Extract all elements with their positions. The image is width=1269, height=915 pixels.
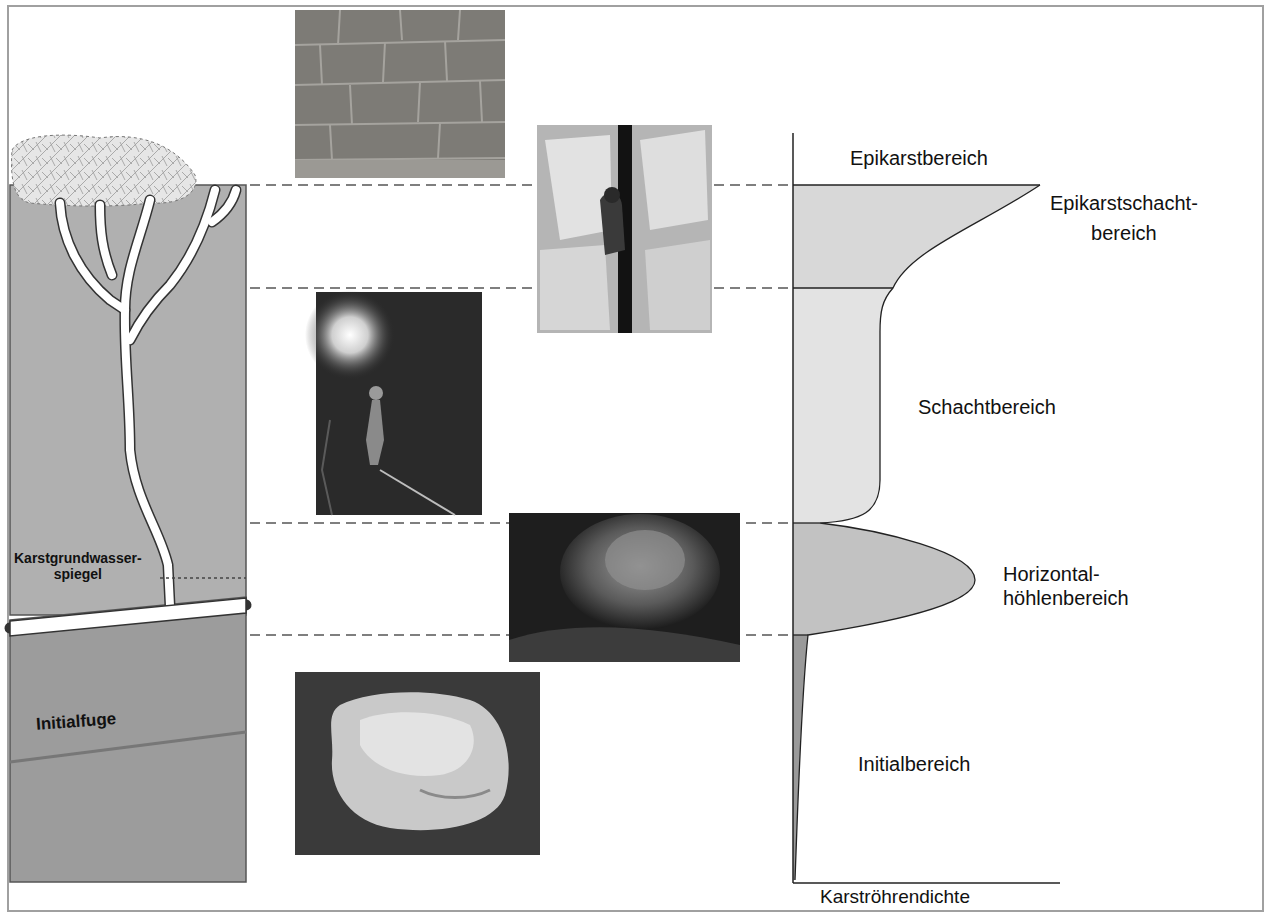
zone-label: Initialbereich (858, 752, 970, 776)
photo-shaft (305, 290, 482, 515)
label-box: Horizontal- höhlenbereich (1003, 562, 1129, 610)
label-box: Karströhrendichte (820, 887, 970, 908)
zone-label: Schachtbereich (918, 395, 1056, 419)
rock-profile (10, 135, 246, 882)
label-box: Karstgrundwasser- spiegel (14, 550, 142, 582)
photo-rock-block (295, 672, 540, 855)
axis-label: Karströhrendichte (820, 887, 970, 908)
water-table-label: Karstgrundwasser- spiegel (14, 550, 142, 582)
density-profile (793, 133, 1060, 883)
photo-rock-wall (295, 10, 505, 178)
zone-label: Horizontal- höhlenbereich (1003, 562, 1129, 610)
label-box: Epikarstbereich (850, 146, 988, 170)
frame (8, 6, 1263, 911)
zone-label: Epikarstschacht- bereich (1050, 188, 1198, 248)
label-box: Initialbereich (858, 752, 970, 776)
photo-cave (509, 513, 740, 662)
zone-label: Epikarstbereich (850, 146, 988, 170)
label-box: Initialfuge (35, 709, 117, 735)
label-box: Schachtbereich (918, 395, 1056, 419)
label-box: Epikarstschacht- bereich (1050, 188, 1198, 248)
photo-crevice (537, 125, 712, 333)
joint-label: Initialfuge (35, 709, 117, 735)
